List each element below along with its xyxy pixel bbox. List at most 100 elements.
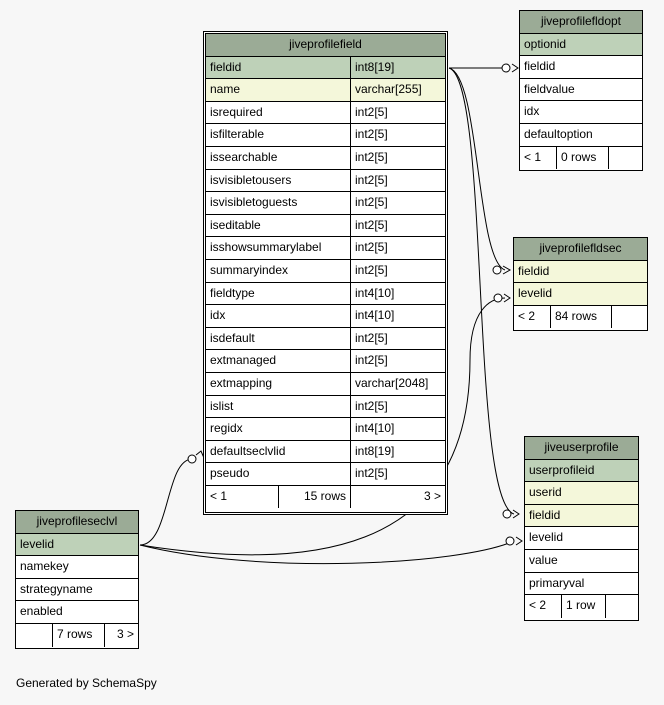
column-name: levelid [518, 286, 553, 301]
column-type: varchar[255] [350, 79, 445, 101]
column-name: levelid [20, 536, 55, 551]
column-name: idx [210, 308, 226, 323]
column-name: namekey [20, 559, 69, 574]
generated-by-label: Generated by SchemaSpy [16, 676, 157, 690]
column-name: extmapping [210, 375, 273, 390]
column-row: extmapping varchar[2048] [206, 372, 445, 396]
column-row: value [525, 550, 638, 573]
edge-end-circle [505, 536, 515, 546]
column-row: fieldtype int4[10] [206, 282, 445, 306]
column-row: namekey [16, 556, 138, 579]
column-row: regidx int4[10] [206, 418, 445, 441]
edge-field-defaultseclvlid [139, 458, 193, 546]
column-row: defaultseclvlid int8[19] [206, 440, 445, 464]
parents-count: < 2 [518, 308, 536, 323]
column-type: int4[10] [350, 305, 445, 327]
column-name: isvisibletoguests [210, 195, 298, 210]
column-name: iseditable [210, 217, 261, 232]
row-count: 15 rows [278, 485, 350, 509]
table-header: jiveprofilefield [206, 34, 445, 57]
column-name: isrequired [210, 104, 263, 119]
column-type: int4[10] [350, 282, 445, 305]
table-jiveprofilefldopt[interactable]: jiveprofilefldopt optionid fieldid field… [519, 10, 643, 171]
column-name: idx [524, 104, 540, 119]
column-name: fieldtype [210, 285, 255, 300]
table-jiveprofileseclvl[interactable]: jiveprofileseclvl levelid namekey strate… [15, 510, 139, 649]
column-row: idx [520, 101, 642, 124]
children-count [605, 595, 638, 618]
column-name: value [529, 552, 558, 567]
row-count: 7 rows [52, 623, 104, 647]
column-name: defaultseclvlid [210, 443, 286, 458]
column-name: fieldid [518, 263, 550, 278]
column-type: int8[19] [350, 440, 445, 463]
edge-end-circle [501, 63, 511, 73]
column-name: userid [529, 485, 562, 500]
column-row: isvisibletoguests int2[5] [206, 192, 445, 215]
column-name: fieldvalue [524, 81, 575, 96]
table-jiveuserprofile[interactable]: jiveuserprofile userprofileid userid fie… [524, 436, 639, 621]
table-jiveprofilefield[interactable]: jiveprofilefield fieldid int8[19] name varc… [203, 31, 448, 515]
column-type: int4[10] [350, 418, 445, 440]
column-name: fieldid [529, 507, 561, 522]
column-name: fieldid [210, 59, 242, 74]
parents-count: < 1 [210, 488, 228, 503]
edge-end-circle [187, 454, 197, 464]
column-name: issearchable [210, 149, 278, 164]
column-name: optionid [524, 36, 567, 51]
column-type: int2[5] [350, 463, 445, 485]
column-row: strategyname [16, 579, 138, 602]
column-row: levelid [514, 283, 647, 306]
table-header: jiveprofilefldsec [514, 238, 647, 261]
column-row: levelid [525, 527, 638, 550]
row-count: 84 rows [550, 305, 611, 329]
column-name: isfilterable [210, 127, 265, 142]
parents-count [16, 624, 52, 647]
edge-end-circle [492, 265, 502, 275]
row-count: 0 rows [556, 146, 608, 170]
parents-count: < 1 [524, 149, 542, 164]
column-type: int2[5] [350, 214, 445, 237]
column-type: int8[19] [350, 56, 445, 79]
column-name: islist [210, 398, 234, 413]
crowfoot-icon [512, 509, 520, 519]
edge-end-circle [502, 509, 512, 519]
column-type: varchar[2048] [350, 372, 445, 395]
column-type: int2[5] [350, 124, 445, 146]
column-row: fieldid [525, 504, 638, 528]
column-row: optionid [520, 33, 642, 57]
column-row: fieldid [514, 260, 647, 284]
crowfoot-icon [503, 293, 511, 303]
column-name: name [210, 82, 241, 97]
table-header: jiveuserprofile [525, 437, 638, 460]
column-row: levelid [16, 533, 138, 557]
column-type: int2[5] [350, 192, 445, 214]
edge-end-circle [493, 293, 503, 303]
column-row: enabled [16, 601, 138, 624]
parents-count: < 2 [529, 598, 547, 613]
column-row: defaultoption [520, 124, 642, 147]
row-count: 1 row [561, 595, 605, 618]
table-header: jiveprofileseclvl [16, 511, 138, 534]
crowfoot-icon [511, 63, 519, 73]
column-name: fieldid [524, 59, 556, 74]
children-count [608, 146, 642, 170]
table-footer: < 2 1 row [525, 595, 638, 618]
table-jiveprofilefldsec[interactable]: jiveprofilefldsec fieldid levelid < 2 84… [513, 237, 648, 331]
crowfoot-icon [502, 265, 512, 275]
column-name: summaryindex [210, 262, 289, 277]
column-name: strategyname [20, 581, 93, 596]
children-count: 3 > [104, 623, 138, 647]
column-row: userprofileid [525, 459, 638, 483]
column-type: int2[5] [350, 237, 445, 259]
column-name: isvisibletousers [210, 172, 292, 187]
column-name: regidx [210, 421, 243, 436]
column-name: isshowsummarylabel [210, 240, 322, 255]
